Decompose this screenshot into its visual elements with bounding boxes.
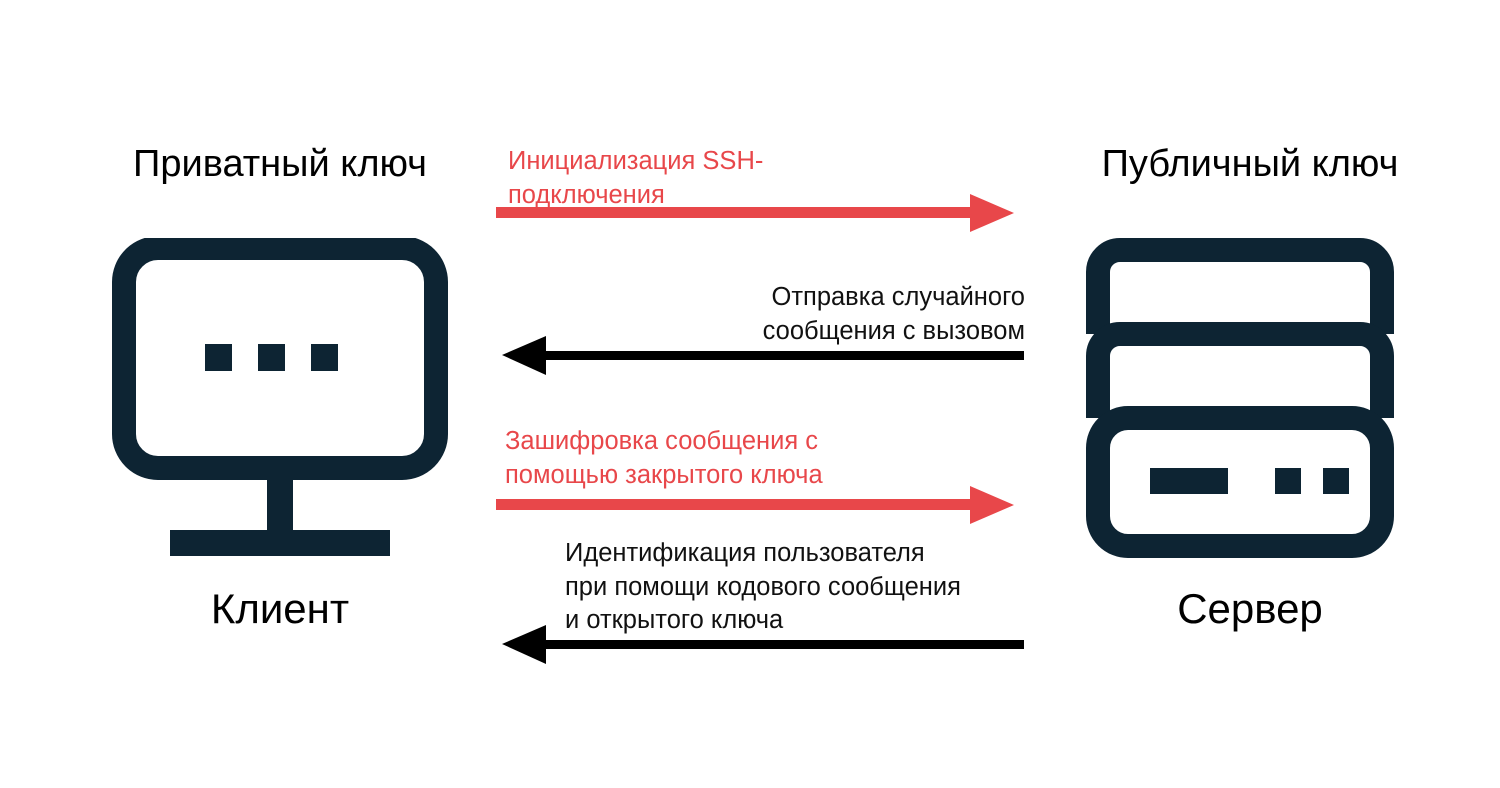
arrow-right-encrypt-with-private-key — [496, 484, 1020, 528]
arrow-left-identify-user — [496, 623, 1024, 667]
message-label-encrypt-with-private-key: Зашифровка сообщения с помощью закрытого… — [505, 427, 823, 489]
server-name: Сервер — [1177, 585, 1323, 632]
arrow-right-init-ssh — [496, 192, 1020, 236]
message-label-identify-user: Идентификация пользователя при помощи ко… — [565, 539, 961, 635]
message-label-init-ssh: Инициализация SSH- подключения — [508, 147, 764, 209]
server-rack-icon — [1070, 238, 1410, 558]
server-caption: Публичный ключ — [1101, 143, 1399, 185]
client-name: Клиент — [210, 585, 350, 632]
message-label-random-challenge: Отправка случайного сообщения с вызовом — [762, 283, 1025, 345]
arrow-left-random-challenge — [496, 334, 1024, 378]
client-caption: Приватный ключ — [133, 143, 427, 185]
monitor-icon — [110, 236, 450, 558]
